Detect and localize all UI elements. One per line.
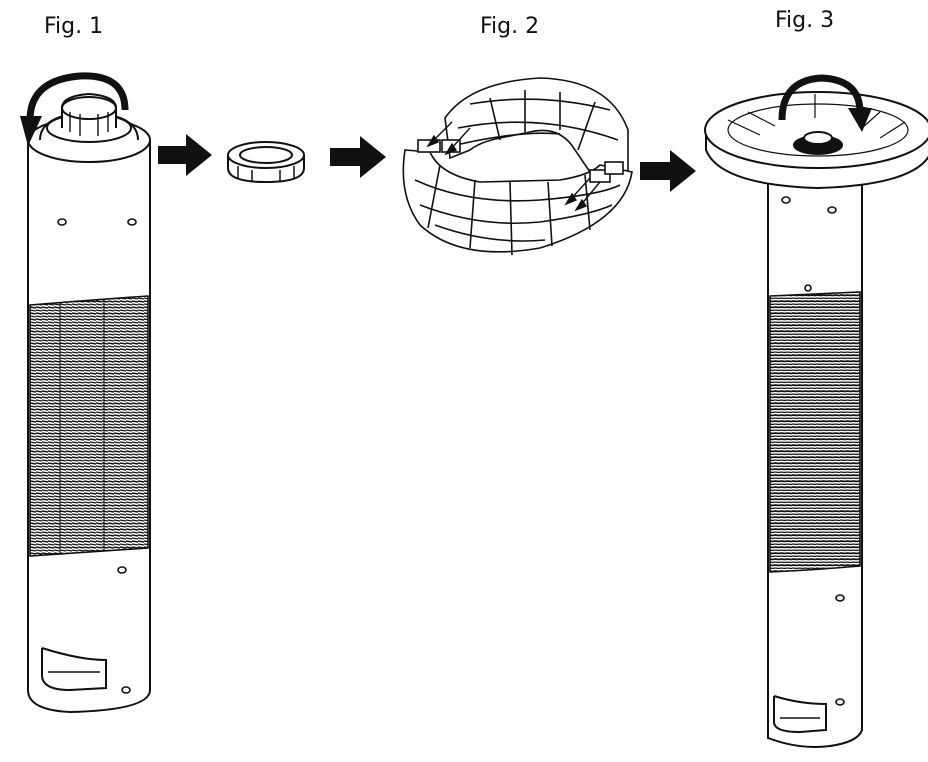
step-arrow-icon	[330, 136, 386, 178]
fig-2-base-halves	[402, 77, 633, 256]
nut-part	[227, 141, 305, 184]
step-arrow-icon	[158, 134, 212, 176]
step-arrow-icon	[640, 150, 696, 192]
fig-3-label: Fig. 3	[775, 8, 835, 33]
rotate-arrow-icon	[778, 74, 872, 132]
fig-2-label: Fig. 2	[480, 14, 540, 39]
rotate-arrow-icon	[20, 72, 129, 146]
fig-1-label: Fig. 1	[44, 14, 104, 39]
fig-3-assembled-tower	[704, 74, 928, 748]
insert-arrow-icon	[426, 121, 601, 212]
fig-1-tower	[20, 72, 151, 714]
